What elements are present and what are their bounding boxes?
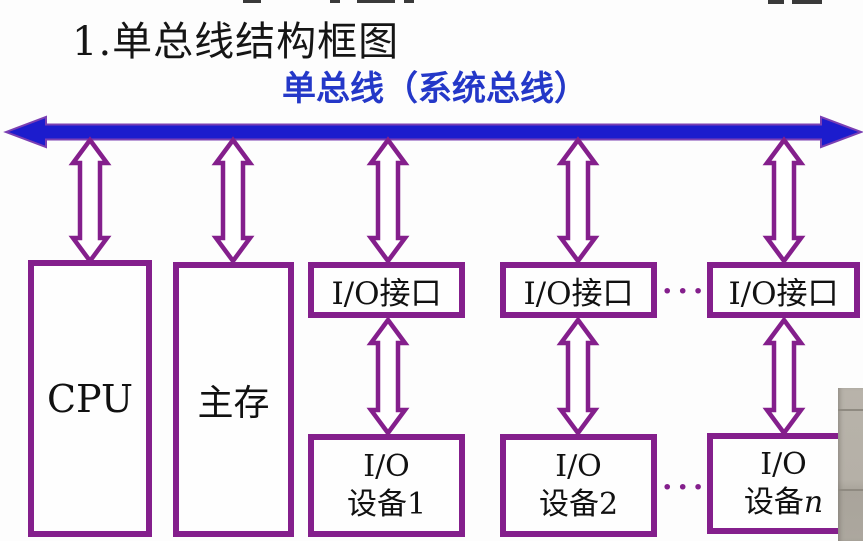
io-device-box-2: I/O 设备2	[500, 434, 657, 537]
system-bus-arrow	[3, 115, 863, 149]
bus-connector-arrow-cpu	[68, 136, 112, 265]
io-interface-box-3: I/O接口	[707, 262, 860, 318]
memory-label: 主存	[197, 382, 270, 424]
bus-connector-arrow-io3	[762, 136, 806, 265]
bus-connector-arrow-memory	[211, 136, 255, 265]
iface-device-arrow-3	[762, 316, 806, 437]
io-device-line2: 设备2	[539, 486, 618, 524]
memory-box: 主存	[173, 262, 294, 537]
io-device-box-1: I/O 设备1	[308, 434, 465, 537]
cropped-text-fragment	[243, 0, 261, 3]
iface-device-arrow-1	[366, 316, 410, 437]
io-interface-label: I/O接口	[728, 275, 839, 312]
ellipsis-interfaces: ···	[662, 274, 709, 309]
cpu-label: CPU	[46, 376, 133, 421]
io-device-index: 2	[598, 486, 619, 522]
io-device-line1: I/O	[760, 447, 807, 482]
cropped-text-fragment	[768, 0, 784, 4]
ellipsis-devices: ···	[662, 470, 709, 505]
cropped-text-fragment	[792, 0, 822, 4]
io-device-box-n: I/O 设备n	[707, 433, 860, 534]
iface-device-arrow-2	[556, 316, 600, 437]
io-device-name: 设备	[346, 486, 407, 522]
io-device-name: 设备	[538, 486, 599, 522]
io-interface-box-2: I/O接口	[500, 262, 657, 318]
io-interface-box-1: I/O接口	[308, 262, 465, 318]
cropped-text-fragment	[357, 0, 395, 3]
io-interface-label: I/O接口	[331, 275, 442, 312]
io-interface-label: I/O接口	[523, 275, 634, 312]
io-device-index: n	[803, 484, 824, 520]
io-device-line2: 设备1	[347, 486, 426, 524]
io-device-index: 1	[406, 486, 427, 522]
io-device-line1: I/O	[363, 449, 410, 484]
bus-label: 单总线（系统总线）	[282, 69, 588, 109]
photo-seam-line	[838, 409, 863, 411]
cropped-text-fragment	[330, 0, 340, 3]
photo-seam-line	[838, 489, 863, 491]
io-device-name: 设备	[743, 484, 804, 520]
background-video-fragment	[838, 388, 863, 541]
io-device-line2: 设备n	[744, 484, 823, 522]
cpu-box: CPU	[28, 260, 152, 537]
bus-connector-arrow-io1	[366, 136, 410, 265]
cropped-text-fragment	[404, 0, 414, 3]
bus-connector-arrow-io2	[556, 136, 600, 265]
io-device-line1: I/O	[555, 449, 602, 484]
slide-title: 1.单总线结构框图	[72, 19, 400, 65]
